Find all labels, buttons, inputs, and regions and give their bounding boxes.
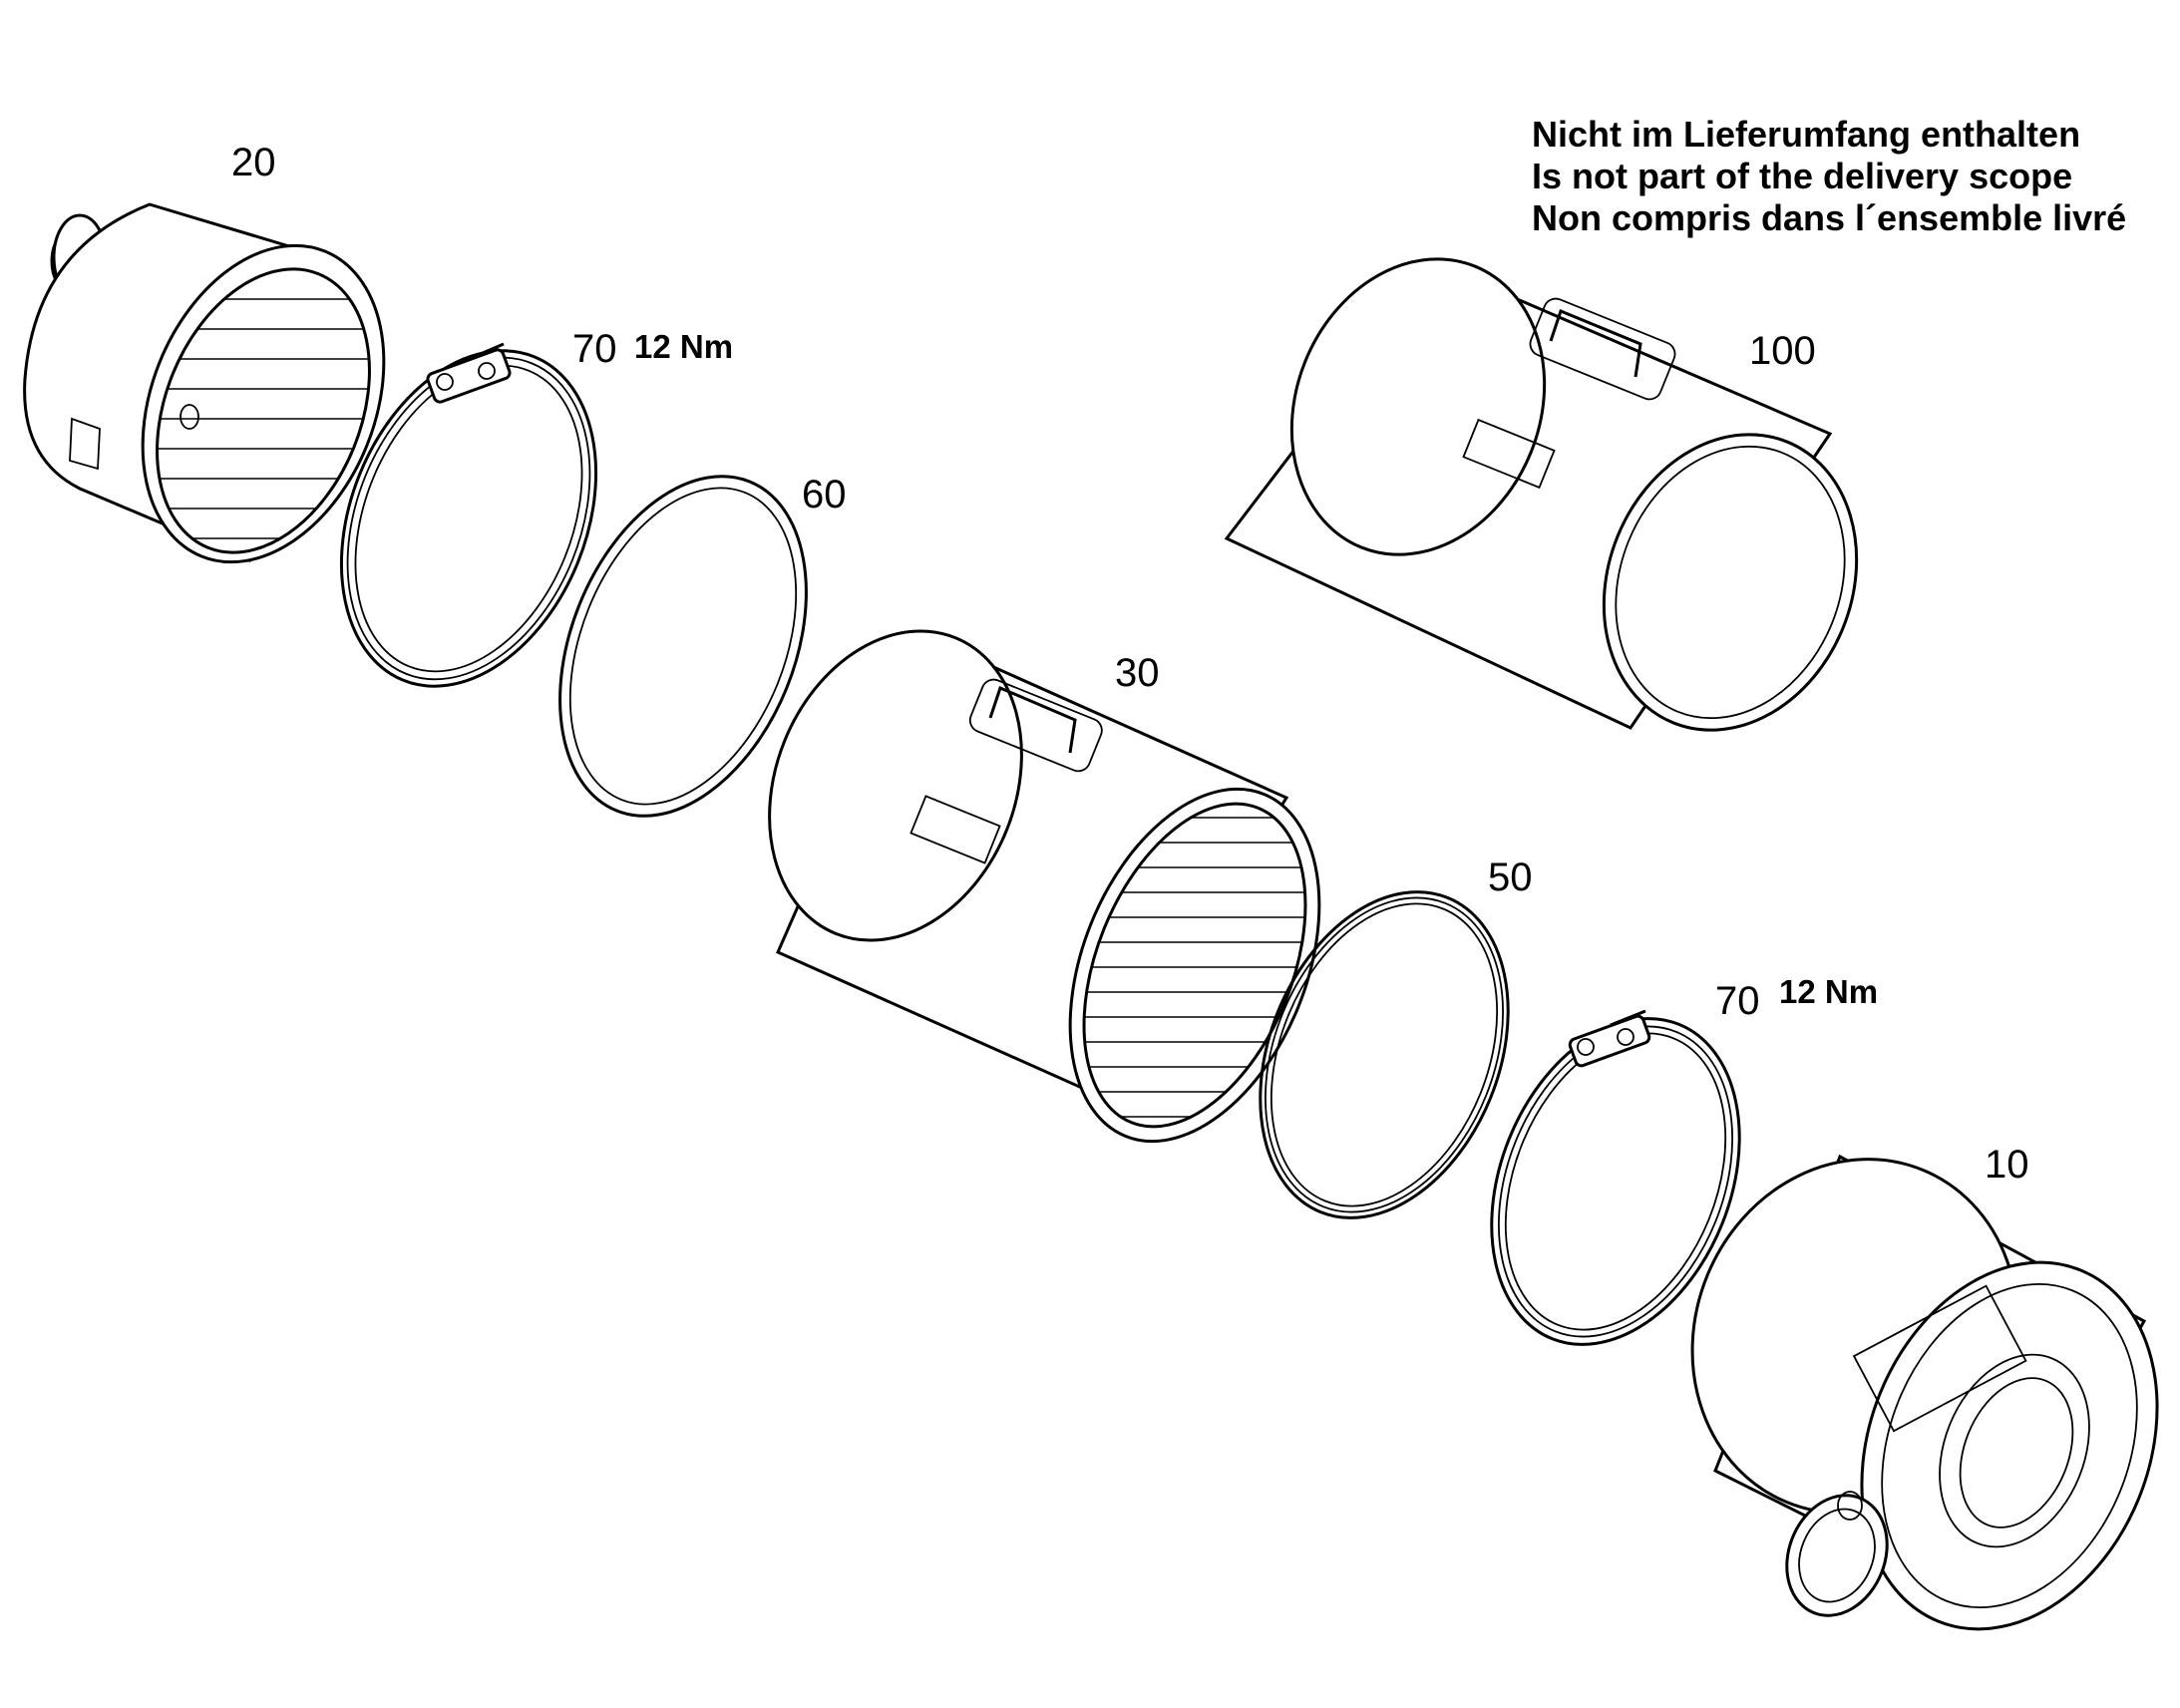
part-label-30: 30 — [1115, 651, 1160, 695]
part-label-20: 20 — [231, 141, 276, 184]
torque-label-70-upper: 12 Nm — [634, 328, 734, 365]
part-label-100: 100 — [1749, 329, 1816, 373]
part-label-10: 10 — [1985, 1143, 2029, 1187]
part-label-50: 50 — [1488, 855, 1533, 899]
part-label-60: 60 — [802, 473, 847, 516]
delivery-scope-note: Nicht im Lieferumfang enthalten Is not p… — [1532, 114, 2126, 239]
note-line-french: Non compris dans l´ensemble livré — [1532, 197, 2127, 238]
note-line-german: Nicht im Lieferumfang enthalten — [1532, 114, 2081, 155]
part-10-housing-base — [1690, 1154, 2159, 1631]
part-30-filter-cartridge — [768, 629, 1336, 1144]
part-20-housing-cap — [23, 202, 386, 564]
part-70-clamp-upper — [339, 342, 598, 688]
part-60-seal-ring — [558, 475, 808, 818]
torque-label-70-lower: 12 Nm — [1779, 973, 1879, 1010]
part-label-70-lower: 70 — [1715, 979, 1760, 1023]
part-50-seal-ring — [1259, 890, 1510, 1219]
part-100-filter-cartridge — [1224, 257, 1859, 732]
part-70-clamp-lower — [1490, 1009, 1741, 1346]
part-label-70-upper: 70 — [572, 327, 617, 371]
note-line-english: Is not part of the delivery scope — [1532, 156, 2073, 196]
